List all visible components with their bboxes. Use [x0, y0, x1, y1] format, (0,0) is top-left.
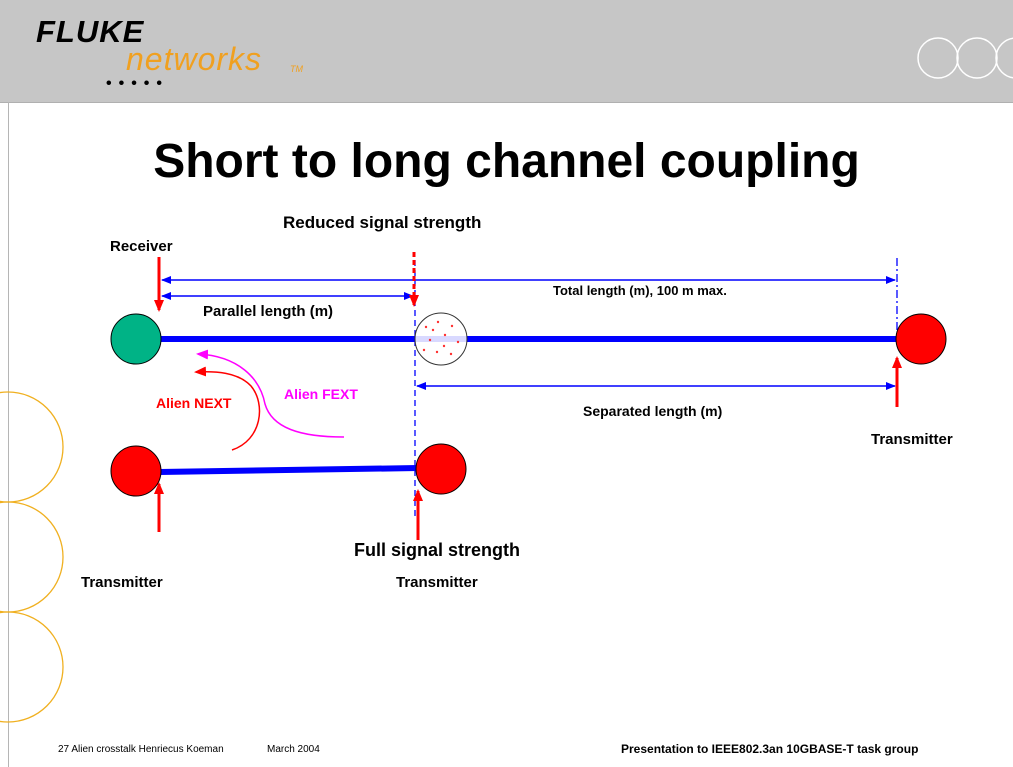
coupling-zone-outline [414, 312, 468, 366]
short-channel-near-transmitter-terminal [110, 445, 162, 497]
middle-transmitter-label: Transmitter [396, 574, 478, 591]
decor-arc-2 [0, 501, 64, 613]
reduced-signal-label: Reduced signal strength [283, 213, 482, 232]
slide-title: Short to long channel coupling [153, 135, 860, 188]
total-length-label: Total length (m), 100 m max. [553, 283, 727, 298]
alien-next-label: Alien NEXT [156, 395, 232, 411]
header-decor-circle-3 [995, 37, 1013, 79]
right-transmitter-label: Transmitter [871, 431, 953, 448]
decor-arc-1 [0, 391, 64, 503]
alien-fext-curve-arrow [196, 349, 345, 438]
parallel-length-label: Parallel length (m) [203, 303, 334, 320]
logo-networks-text: networks [126, 41, 263, 77]
logo-dots: ••••• [106, 75, 170, 92]
logo-trademark: TM [290, 64, 303, 74]
coupling-zone-dots [422, 320, 460, 356]
header-decor-circle-1 [917, 37, 959, 79]
header-decor-circle-2 [956, 37, 998, 79]
slide-header [0, 0, 1013, 103]
alien-next-curve-arrow [194, 366, 261, 451]
long-channel-transmitter-terminal [895, 313, 947, 365]
footer-date: March 2004 [267, 744, 320, 755]
left-margin-rule [8, 102, 9, 767]
alien-fext-label: Alien FEXT [284, 386, 358, 402]
footer-presentation-title: Presentation to IEEE802.3an 10GBASE-T ta… [621, 742, 919, 756]
left-transmitter-label: Transmitter [81, 574, 163, 591]
left-decor-arcs [0, 391, 64, 723]
receiver-terminal [110, 313, 162, 365]
full-signal-label: Full signal strength [354, 540, 521, 560]
separated-length-label: Separated length (m) [583, 403, 723, 419]
header-decor-circles [917, 37, 1013, 79]
coupling-zone-circle [414, 312, 468, 366]
receiver-label: Receiver [110, 238, 173, 255]
short-channel-far-transmitter-terminal [415, 443, 467, 495]
footer-slide-info: 27 Alien crosstalk Henriecus Koeman [58, 744, 224, 755]
short-channel-cable [159, 465, 419, 475]
logo-fluke-text: FLUKE [36, 14, 145, 49]
decor-arc-3 [0, 611, 64, 723]
